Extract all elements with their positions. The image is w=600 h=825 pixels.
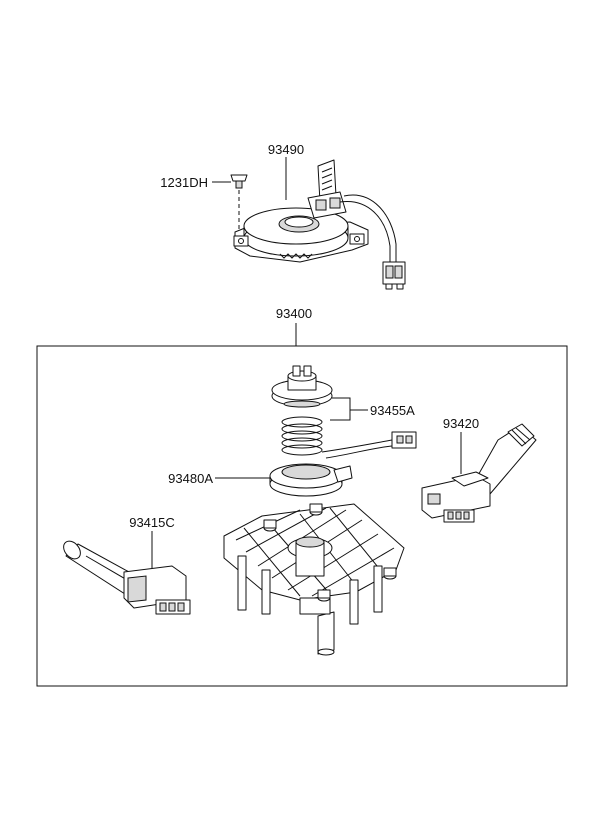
label-1231dh: 1231DH xyxy=(160,175,208,190)
assembly-frame xyxy=(36,345,568,687)
label-93415c: 93415C xyxy=(129,515,175,530)
cancel-cam-body-part xyxy=(269,431,417,497)
label-93400: 93400 xyxy=(276,306,312,321)
light-switch-part xyxy=(63,540,191,615)
clock-spring-part xyxy=(233,159,406,290)
label-93420: 93420 xyxy=(443,416,479,431)
label-93490: 93490 xyxy=(268,142,304,157)
spring-part xyxy=(281,416,323,456)
wiper-switch-part xyxy=(421,423,537,523)
bracket-93455a xyxy=(330,397,351,421)
label-93455a: 93455A xyxy=(370,403,415,418)
screw-part xyxy=(230,174,248,232)
switch-housing-part xyxy=(223,503,405,656)
label-93480a: 93480A xyxy=(168,471,213,486)
cancel-cam-collar-part xyxy=(271,365,333,408)
